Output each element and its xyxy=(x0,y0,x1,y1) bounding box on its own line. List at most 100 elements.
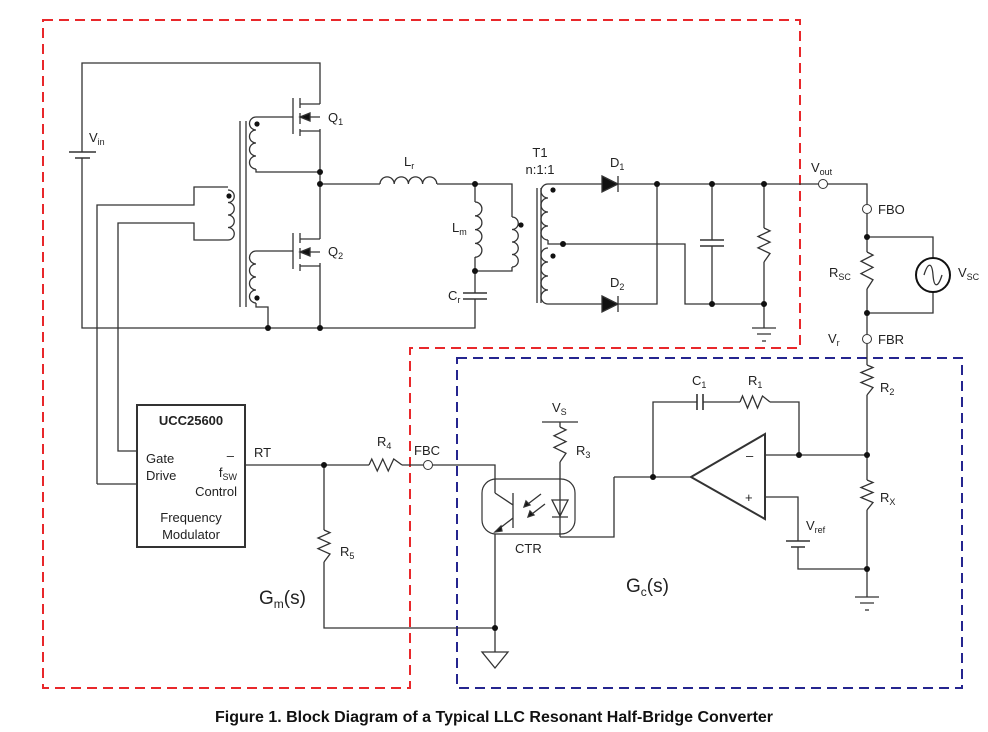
wire xyxy=(81,62,321,152)
wire xyxy=(320,183,513,293)
gate-transformer-core xyxy=(239,121,247,307)
c1-label: C1 xyxy=(692,373,706,390)
wire xyxy=(560,401,800,538)
junction-dot xyxy=(560,241,566,247)
q2-mosfet xyxy=(292,233,320,271)
t1-ratio: n:1:1 xyxy=(526,162,555,177)
error-amplifier-opamp xyxy=(688,432,766,521)
gc-boundary-dashed xyxy=(456,357,963,689)
gate-drive-primary-winding xyxy=(227,189,235,241)
junction-dot xyxy=(709,181,715,187)
junction-dot xyxy=(864,310,870,316)
junction-dot xyxy=(472,268,478,274)
fbc-label: FBC xyxy=(414,443,440,458)
vref-label: Vref xyxy=(806,518,826,535)
rsc-resistor xyxy=(859,251,875,290)
vr-label: Vr xyxy=(828,331,840,348)
polarity-dot xyxy=(226,193,232,199)
rt-label: RT xyxy=(254,445,271,460)
wire xyxy=(255,116,320,328)
modulator-label: Modulator xyxy=(162,527,220,542)
vsc-label: VSC xyxy=(958,265,980,282)
junction-dot xyxy=(864,452,870,458)
cr-capacitor xyxy=(463,292,487,300)
vin-battery-icon xyxy=(69,151,96,159)
d1-label: D1 xyxy=(610,155,624,172)
opamp-plus-label: + xyxy=(745,490,753,505)
output-ground-icon xyxy=(752,327,776,335)
junction-dot xyxy=(650,474,656,480)
fbo-terminal xyxy=(862,204,872,214)
vout-label: Vout xyxy=(811,160,833,177)
junction-dot xyxy=(761,181,767,187)
r4-resistor xyxy=(368,457,403,473)
junction-dot xyxy=(709,301,715,307)
lm-label: Lm xyxy=(452,220,467,237)
control-label: Control xyxy=(195,484,237,499)
d2-diode xyxy=(601,294,620,314)
q1-label: Q1 xyxy=(328,110,343,127)
t1-primary-winding xyxy=(511,216,519,268)
wire xyxy=(245,464,496,652)
vref-battery-icon xyxy=(786,540,810,548)
t1-secondary-lower xyxy=(540,247,549,305)
junction-dot xyxy=(864,566,870,572)
controller-name: UCC25600 xyxy=(159,413,223,428)
r3-resistor xyxy=(552,426,568,463)
opto-emitter-arrow xyxy=(493,524,503,533)
q2-gate-winding xyxy=(248,250,257,304)
vsc-sine-icon xyxy=(923,264,943,286)
opto-led-diode xyxy=(550,499,570,518)
rsc-label: RSC xyxy=(829,265,851,282)
r5-resistor xyxy=(316,529,332,563)
polarity-dot xyxy=(550,187,556,193)
junction-dot xyxy=(761,301,767,307)
junction-dot xyxy=(492,625,498,631)
q1-gate-winding xyxy=(248,116,257,170)
lm-inductor xyxy=(474,201,483,258)
opamp-minus-label: – xyxy=(746,448,754,463)
fbr-label: FBR xyxy=(878,332,904,347)
components xyxy=(69,98,951,670)
r1-label: R1 xyxy=(748,373,762,390)
opto-light-arrowheads xyxy=(522,499,536,519)
d2-label: D2 xyxy=(610,275,624,292)
fbc-terminal xyxy=(423,460,433,470)
junction-dot xyxy=(654,181,660,187)
junction-dot xyxy=(317,181,323,187)
junction-dot xyxy=(321,462,327,468)
feedback-ground-icon xyxy=(480,651,510,670)
lr-inductor xyxy=(379,176,438,185)
wire xyxy=(96,186,228,485)
fbo-label: FBO xyxy=(878,202,905,217)
vs-label: VS xyxy=(552,400,567,417)
polarity-dot xyxy=(254,121,260,127)
cr-label: Cr xyxy=(448,288,460,305)
gate-drive-label-2: Drive xyxy=(146,468,176,483)
vin-label: Vin xyxy=(89,130,105,147)
fbr-terminal xyxy=(862,334,872,344)
lr-label: Lr xyxy=(404,154,414,171)
opto-transistor xyxy=(494,492,514,533)
wires xyxy=(42,19,963,689)
polarity-dot xyxy=(518,222,524,228)
r1-resistor xyxy=(739,394,771,410)
load-resistor xyxy=(756,227,772,263)
polarity-dot xyxy=(550,253,556,259)
t1-label: T1 xyxy=(532,145,547,160)
wire xyxy=(81,158,476,329)
fsw-label: fSW xyxy=(219,465,238,482)
junction-dot xyxy=(796,452,802,458)
r5-label: R5 xyxy=(340,544,354,561)
r4-label: R4 xyxy=(377,434,391,451)
q2-label: Q2 xyxy=(328,244,343,261)
frequency-label: Frequency xyxy=(160,510,222,525)
optocoupler-outline xyxy=(481,478,576,535)
q1-mosfet xyxy=(292,98,320,136)
wire xyxy=(547,183,823,305)
wire xyxy=(765,344,868,597)
vout-terminal xyxy=(818,179,828,189)
r2-label: R2 xyxy=(880,380,894,397)
gc-ground-icon xyxy=(855,596,879,604)
q1-mosfet-arrow xyxy=(298,112,311,122)
